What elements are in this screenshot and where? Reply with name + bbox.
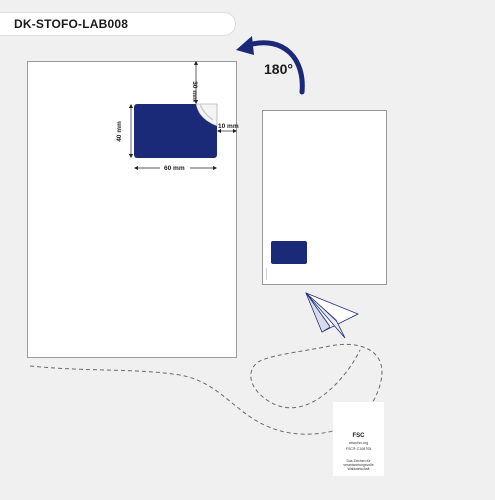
sheet-edge-mark	[266, 268, 267, 280]
fsc-url: www.fsc.org	[348, 441, 369, 445]
label-on-rotated-sheet	[271, 241, 307, 264]
dimension-top-label: 30 mm	[190, 81, 198, 102]
fsc-badge: FSC www.fsc.org FSC® C108705 Das Zeichen…	[333, 402, 384, 476]
paper-plane-icon	[305, 292, 359, 339]
product-code: DK-STOFO-LAB008	[14, 17, 129, 31]
rotation-label: 180°	[264, 61, 293, 77]
dimension-height-label: 40 mm	[115, 121, 123, 142]
product-code-bar: DK-STOFO-LAB008	[0, 12, 236, 36]
fsc-description: Das Zeichen für verantwortungsvolle Wald…	[343, 459, 374, 471]
fsc-code: FSC® C108705	[345, 447, 372, 451]
dimension-right-label: 10 mm	[218, 123, 239, 130]
dimension-width-label: 60 mm	[164, 165, 185, 172]
fsc-name: FSC	[352, 433, 365, 439]
flight-path	[29, 343, 383, 435]
rotation-arrow-icon	[236, 36, 305, 95]
peel-corner-icon	[195, 103, 218, 127]
